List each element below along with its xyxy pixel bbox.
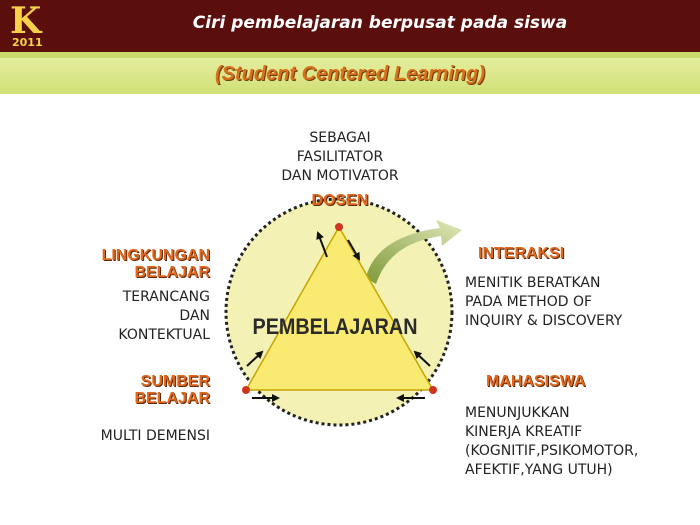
subtitle-band — [0, 58, 700, 94]
learning-triangle — [244, 225, 435, 391]
vertex-top — [335, 223, 343, 231]
logo: K 2011 — [6, 0, 50, 50]
top-description-line: SEBAGAI — [309, 130, 371, 146]
header-divider — [0, 52, 700, 58]
center-label: PEMBELAJARAN — [252, 314, 418, 339]
right-bottom-description-line: KINERJA KREATIF — [465, 424, 583, 440]
slide-subtitle: (Student Centered Learning) — [214, 63, 485, 85]
vertex-arrows — [246, 231, 431, 402]
right-top-description-line: INQUIRY & DISCOVERY — [465, 313, 623, 329]
slide-title: Ciri pembelajaran berpusat pada siswa — [192, 13, 568, 33]
right-bottom-heading: MAHASISWA — [486, 373, 586, 390]
swoosh-arrow — [366, 220, 462, 284]
left-top-description-line: KONTEKTUAL — [118, 327, 210, 343]
left-top-description-line: TERANCANG — [122, 289, 210, 305]
vertex-left — [242, 386, 250, 394]
header-bar — [0, 0, 700, 52]
left-bottom-heading-line: BELAJAR — [134, 390, 210, 407]
right-top-description-line: MENITIK BERATKAN — [465, 275, 601, 291]
left-top-description-line: DAN — [179, 308, 210, 324]
left-bottom-heading-line: SUMBER — [140, 373, 210, 390]
left-bottom-description-line: MULTI DEMENSI — [100, 428, 210, 444]
right-bottom-description-line: (KOGNITIF,PSIKOMOTOR, — [465, 443, 639, 459]
logo-year: 2011 — [12, 36, 43, 49]
top-description-line: FASILITATOR — [296, 149, 384, 165]
vertex-right — [429, 386, 437, 394]
right-top-heading: INTERAKSI — [478, 245, 565, 262]
top-heading: DOSEN — [311, 192, 369, 209]
left-top-heading-line: BELAJAR — [134, 264, 210, 281]
right-top-description-line: PADA METHOD OF — [465, 294, 593, 310]
left-top-heading-line: LINGKUNGAN — [101, 247, 210, 264]
right-bottom-description-line: AFEKTIF,YANG UTUH) — [465, 462, 613, 478]
right-bottom-description-line: MENUNJUKKAN — [465, 405, 570, 421]
logo-letter: K — [10, 0, 42, 42]
top-description-line: DAN MOTIVATOR — [281, 168, 399, 184]
